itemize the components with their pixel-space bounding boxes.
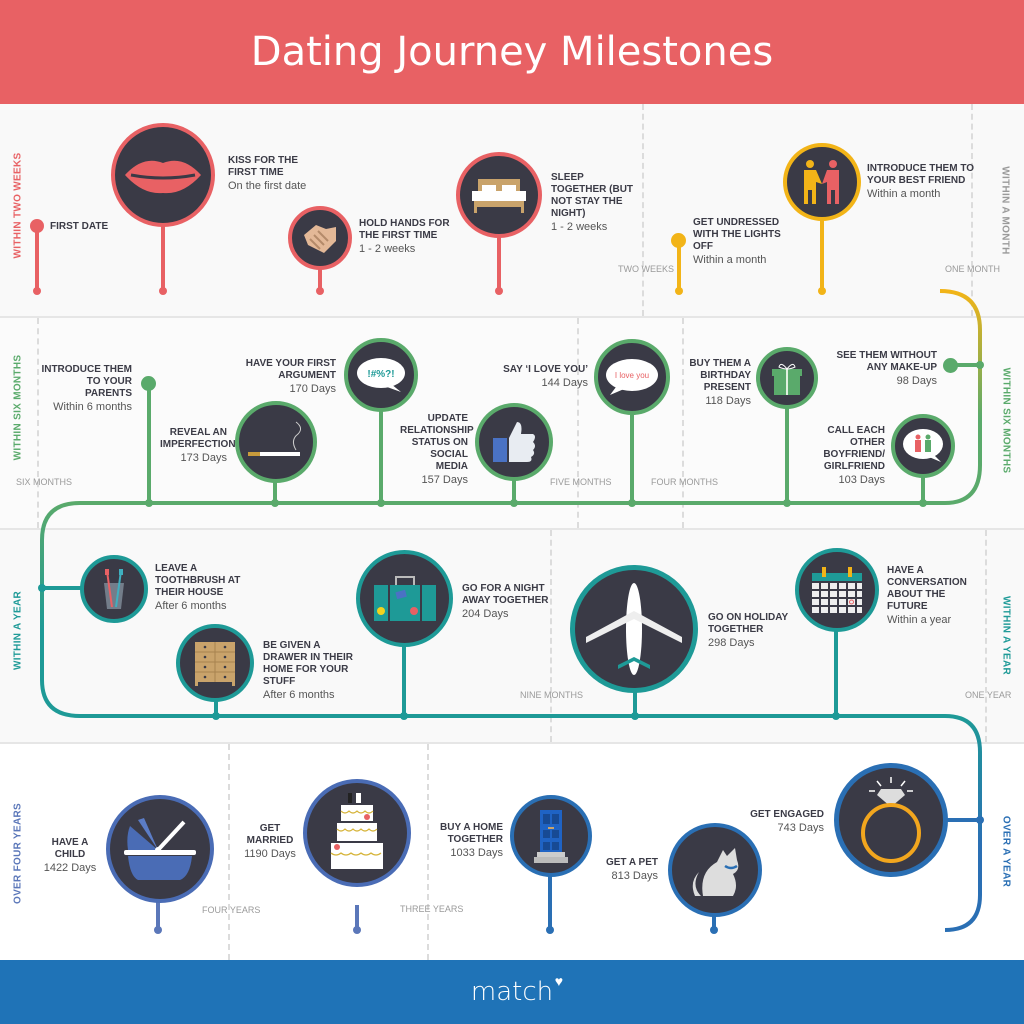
speech-bubble-icon: I love you [594,339,670,415]
milestone-dot [943,358,958,373]
time-divider [228,744,230,960]
tick-label: FOUR MONTHS [651,477,718,487]
heart-icon: ♥ [554,974,564,990]
band-label-left: OVER FOUR YEARS [12,803,24,904]
milestone-i-love-you: SAY ‘I LOVE YOU’144 Days [503,364,588,389]
tick-label: SIX MONTHS [16,477,73,487]
gift-icon [756,347,818,409]
time-divider [971,104,973,316]
page-title: Dating Journey Milestones [250,29,774,75]
band-label-right: WITHIN SIX MONTHS [1000,367,1012,474]
time-divider [985,530,987,742]
band-label-left: WITHIN SIX MONTHS [12,354,24,461]
thumbs-up-icon [475,403,553,481]
time-divider [642,104,644,316]
header-banner: Dating Journey Milestones [0,0,1024,104]
cake-icon [303,779,411,887]
tick-label: TWO WEEKS [618,264,674,274]
suitcase-icon [356,550,453,647]
band-label-right: OVER A YEAR [1000,815,1012,888]
couple-icon [783,143,861,221]
speech-bubble-icon: !#%?! [344,338,418,412]
calendar-icon [795,548,879,632]
couple-speech-icon [891,414,955,478]
band-label-right: WITHIN A YEAR [1000,595,1012,676]
handshake-icon [288,206,352,270]
door-icon [510,795,592,877]
ring-icon [834,763,948,877]
cat-icon [668,823,762,917]
band-divider [0,316,1024,318]
tick-label: FIVE MONTHS [550,477,612,487]
time-divider [550,530,552,742]
time-divider [427,744,429,960]
milestone-social-media: UPDATE RELATIONSHIP STATUS ON SOCIAL MED… [400,413,474,486]
match-logo[interactable]: match♥ [470,974,564,1007]
tick-label: ONE YEAR [965,690,1012,700]
milestone-dot [141,376,156,391]
footer-brand-bar: match♥ [0,960,1024,1024]
toothbrush-icon [80,555,148,623]
band-divider [0,528,1024,530]
band-label-left: WITHIN TWO WEEKS [12,152,24,259]
milestone-dot [30,219,44,233]
drawer-icon [176,624,254,702]
tick-label: NINE MONTHS [520,690,583,700]
milestone-dot [671,233,686,248]
milestone-sleep-together: SLEEP TOGETHER (BUT NOT STAY THE NIGHT)1… [551,172,634,233]
band-label-right: WITHIN A MONTH [999,166,1011,255]
cigarette-icon [235,401,317,483]
tick-label: THREE YEARS [400,904,464,914]
tick-label: FOUR YEARS [202,905,261,915]
time-divider [37,318,39,528]
milestone-first-date: FIRST DATE [50,221,109,232]
bubble-text: !#%?! [367,369,394,380]
band-divider [0,742,1024,744]
airplane-icon [570,565,698,693]
bubble-text: I love you [615,371,649,380]
tick-label: ONE MONTH [945,264,1000,274]
milestone-drawer: BE GIVEN A DRAWER IN THEIR HOME FOR YOUR… [263,640,353,701]
time-divider [577,318,579,528]
band-label-left: WITHIN A YEAR [12,590,24,671]
pram-icon [106,795,214,903]
bed-icon [456,152,542,238]
lips-icon [111,123,215,227]
time-divider [682,318,684,528]
